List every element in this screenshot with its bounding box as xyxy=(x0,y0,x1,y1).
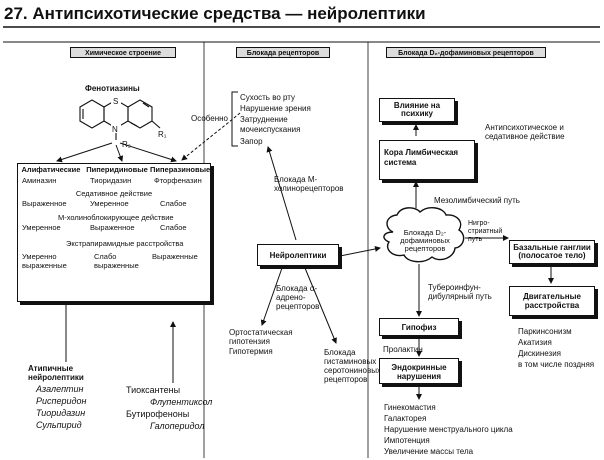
motor-effect-1: Паркинсонизм xyxy=(518,327,572,336)
atypical-drug-1: Азалептин xyxy=(36,384,84,394)
phenothiazine-structure xyxy=(79,99,161,140)
atom-nitrogen: N xyxy=(112,125,118,134)
page-title: 27. Антипсихотические средства — нейроле… xyxy=(4,4,426,23)
atypical-drug-3: Тиоридазин xyxy=(36,408,86,418)
mcholino-piperidine: Выраженное xyxy=(90,223,135,232)
phenothiazines-label: Фенотиазины xyxy=(85,84,140,93)
sedative-piperidine: Умеренное xyxy=(90,199,129,208)
butyrophenones-drug: Галоперидол xyxy=(150,421,205,431)
motor-disorders-box: Двигательные расстройства xyxy=(509,286,595,316)
header-structure: Химическое строение xyxy=(70,47,176,58)
especially-label: Особенно xyxy=(191,114,228,123)
pituitary-box: Гипофиз xyxy=(379,318,459,336)
column-piperidine: Пиперидиновые xyxy=(86,165,148,174)
motor-effect-2: Акатизия xyxy=(518,338,552,347)
extrapyramidal-piperidine: Слабо выраженные xyxy=(94,252,139,270)
sedative-piperazine: Слабое xyxy=(160,199,187,208)
column-aliphatic: Алифатические xyxy=(21,165,81,174)
psyche-label: Влияние на психику xyxy=(393,101,441,118)
prolactin-label: Пролактин xyxy=(383,345,423,354)
drug-aminazine: Аминазин xyxy=(22,176,57,185)
alpha-effect-2: Гипотермия xyxy=(229,347,273,356)
sedative-aliphatic: Выраженное xyxy=(22,199,67,208)
hist-blockade-label: Блокада гистаминовых и серотониновых рец… xyxy=(324,348,383,384)
extrapyramidal-piperazine: Выраженные xyxy=(152,252,198,261)
drug-thioridazine: Тиоридазин xyxy=(90,176,132,185)
psyche-box: Влияние на психику xyxy=(379,98,455,122)
endocrine-label: Эндокринные нарушения xyxy=(391,363,447,381)
header-d2-blockade: Блокада D₂-дофаминовых рецепторов xyxy=(386,47,546,58)
endocrine-effect-3: Нарушение менструального цикла xyxy=(384,425,513,434)
r1-label: R₁ xyxy=(158,130,167,139)
endocrine-effect-5: Увеличение массы тела xyxy=(384,447,474,456)
tuberoinfundibular-pathway: Тубероинфун-дибулярный путь xyxy=(428,283,492,301)
neuroleptics-box: Нейролептики xyxy=(257,244,339,266)
motor-effect-3: Дискинезия xyxy=(518,349,562,358)
atypical-drug-4: Сульпирид xyxy=(36,420,82,430)
d2-blockade-cloud xyxy=(383,207,465,263)
endocrine-effect-2: Галакторея xyxy=(384,414,427,423)
mcholino-effect-2: Нарушение зрения xyxy=(240,104,311,113)
endocrine-effect-1: Гинекомастия xyxy=(384,403,436,412)
atom-sulfur: S xyxy=(113,97,119,106)
mcholino-piperazine: Слабое xyxy=(160,223,187,232)
phenothiazine-table xyxy=(17,163,211,302)
mcholino-aliphatic: Умеренное xyxy=(22,223,61,232)
mcholino-blockade-label: Блокада М-холинорецепторов xyxy=(274,175,344,193)
r2-label: R₂ xyxy=(122,140,131,149)
drug-fluphenazine: Фторфеназин xyxy=(154,176,202,185)
sedative-label: Седативное действие xyxy=(75,189,153,198)
mesolimbic-pathway: Мезолимбический путь xyxy=(434,196,520,205)
atypical-drug-2: Рисперидон xyxy=(36,396,87,406)
basal-ganglia-label: Базальные ганглии (полосатое тело) xyxy=(513,243,591,260)
antipsychotic-effect: Антипсихотическое и седативное действие xyxy=(485,123,565,141)
basal-ganglia-box: Базальные ганглии (полосатое тело) xyxy=(509,240,595,264)
mcholino-effect-4: Запор xyxy=(240,137,263,146)
motor-disorders-label: Двигательные расстройства xyxy=(523,292,581,310)
nigrostriatal-pathway: Нигро-стриатный путь xyxy=(468,220,503,243)
d2-blockade-label: Блокада D₂-дофаминовых рецепторов xyxy=(400,228,450,253)
pituitary-label: Гипофиз xyxy=(401,323,437,332)
extrapyramidal-aliphatic: Умеренно выраженные xyxy=(22,252,67,270)
thioxanthenes-label: Тиоксантены xyxy=(126,385,181,395)
butyrophenones-label: Бутирофеноны xyxy=(126,409,190,419)
mcholino-label: М-холиноблокирующее действие xyxy=(58,213,174,222)
atypical-label: Атипичные нейролептики xyxy=(28,364,84,382)
alpha-blockade-label: Блокада α-адрено-рецепторов xyxy=(276,284,320,311)
mcholino-effect-3: Затруднение мочеиспускания xyxy=(240,115,301,134)
column-piperazine: Пиперазиновые xyxy=(150,165,211,174)
thioxanthenes-drug: Флупентиксол xyxy=(150,397,213,407)
cortex-label: Кора Лимбическая система xyxy=(384,148,459,167)
neuroleptics-label: Нейролептики xyxy=(269,251,327,260)
motor-effect-4: в том числе поздняя xyxy=(518,360,595,369)
extrapyramidal-label: Экстрапирамидные расстройства xyxy=(66,239,184,248)
endocrine-box: Эндокринные нарушения xyxy=(379,358,459,384)
cortex-box: Кора Лимбическая система xyxy=(379,140,475,180)
header-blockade: Блокада рецепторов xyxy=(236,47,330,58)
alpha-effect-1: Ортостатическая гипотензия xyxy=(229,328,293,346)
endocrine-effect-4: Импотенция xyxy=(384,436,430,445)
mcholino-effect-1: Сухость во рту xyxy=(240,93,296,102)
